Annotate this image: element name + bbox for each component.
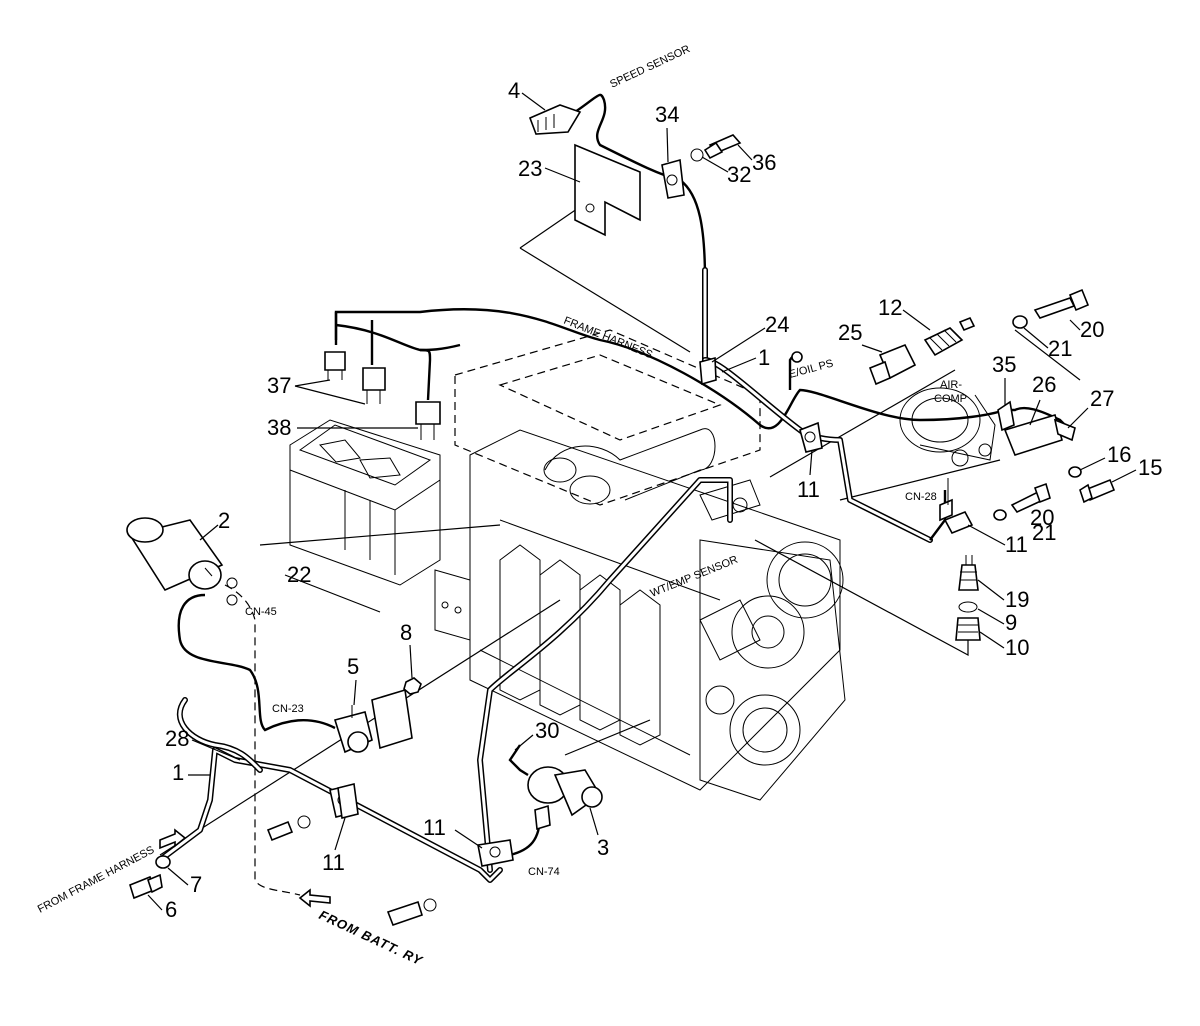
nut-8 <box>403 677 422 695</box>
callout-23: 23 <box>518 156 542 181</box>
callout-1-top: 1 <box>758 345 770 370</box>
clamp-11-bottom <box>337 783 359 819</box>
callout-34: 34 <box>655 102 679 127</box>
callout-11-right: 11 <box>1005 532 1028 557</box>
label-cn28: CN-28 <box>905 491 937 503</box>
callout-37: 37 <box>267 373 291 398</box>
bolt-15-washer-16 <box>1068 466 1116 504</box>
engine-block <box>454 329 846 801</box>
callout-11-low: 11 <box>423 815 446 840</box>
callout-4: 4 <box>508 78 520 103</box>
callout-30: 30 <box>535 718 559 743</box>
callout-19: 19 <box>1005 587 1029 612</box>
callout-16: 16 <box>1107 442 1131 467</box>
callouts: 4 23 34 32 36 24 1 25 12 20 21 35 26 27 … <box>147 78 1162 922</box>
connector-37-set <box>324 351 386 404</box>
clamp-24 <box>699 356 717 386</box>
callout-5: 5 <box>347 654 359 679</box>
relay-2 <box>126 517 224 592</box>
callout-36: 36 <box>752 150 776 175</box>
label-cn74: CN-74 <box>528 866 560 878</box>
clamp-11-mid <box>799 421 823 453</box>
label-speed-sensor: SPEED SENSOR <box>608 43 692 91</box>
callout-21-top: 21 <box>1048 336 1072 361</box>
callout-1-left: 1 <box>172 760 184 785</box>
sensor-12 <box>923 316 976 357</box>
callout-35: 35 <box>992 352 1016 377</box>
air-compressor <box>899 387 996 467</box>
callout-9: 9 <box>1005 610 1017 635</box>
label-air-comp-1: AIR- <box>940 379 962 391</box>
callout-27: 27 <box>1090 386 1114 411</box>
callout-28: 28 <box>165 726 189 751</box>
frame-harness <box>334 308 1006 543</box>
speed-sensor-assembly <box>528 93 742 373</box>
callout-15: 15 <box>1138 455 1162 480</box>
callout-3: 3 <box>597 835 609 860</box>
callout-20-top: 20 <box>1080 317 1104 342</box>
clip-35-26-27 <box>997 400 1076 456</box>
callout-8: 8 <box>400 620 412 645</box>
bracket-11-right <box>939 478 1051 535</box>
callout-10: 10 <box>1005 635 1029 660</box>
harness-28 <box>157 593 503 883</box>
callout-20-mid: 20 <box>1030 505 1054 530</box>
callout-11-mid: 11 <box>797 477 820 502</box>
oil-pressure-switch-25 <box>868 343 917 386</box>
label-from-frame-harness: FROM FRAME HARNESS <box>36 844 157 916</box>
clamp-11-low <box>477 839 514 867</box>
callout-22: 22 <box>287 562 311 587</box>
label-wt-temp-sensor: WT/EMP SENSOR <box>649 554 740 600</box>
callout-21-mid: 21 <box>1032 520 1056 545</box>
label-cn45: CN-45 <box>245 606 277 618</box>
callout-32: 32 <box>727 162 751 187</box>
callout-7: 7 <box>190 872 202 897</box>
label-air-comp-2: COMP <box>934 393 967 405</box>
label-cn23: CN-23 <box>272 703 304 715</box>
callout-25: 25 <box>838 320 862 345</box>
temp-sensor-19-ring-9-fitting-10 <box>955 555 981 641</box>
callout-2: 2 <box>218 508 230 533</box>
callout-6: 6 <box>165 897 177 922</box>
cn-45-dotted-cable <box>224 577 301 896</box>
arrows <box>159 828 331 908</box>
callout-26: 26 <box>1032 372 1056 397</box>
callout-12: 12 <box>878 295 902 320</box>
switch-5 <box>333 688 413 754</box>
connector-38 <box>415 401 441 440</box>
callout-11-bottom: 11 <box>322 850 345 875</box>
sensor-3-actuator <box>477 477 733 873</box>
callout-38: 38 <box>267 415 291 440</box>
bolt-20-top <box>1012 288 1090 329</box>
filter-housing <box>289 419 471 641</box>
callout-24: 24 <box>765 312 789 337</box>
